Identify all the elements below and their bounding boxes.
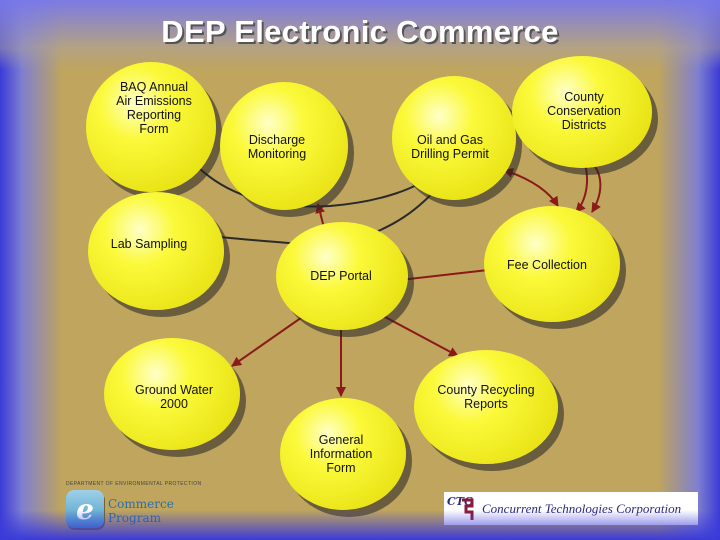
ctc-company-name: Concurrent Technologies Corporation — [482, 501, 682, 516]
node-label-oilgas: Oil and Gas Drilling Permit — [411, 133, 489, 161]
bubble-county-conservation — [512, 56, 652, 168]
node-label-baq: BAQ Annual Air Emissions Reporting Form — [116, 80, 192, 136]
bubble-baq — [86, 62, 216, 192]
connector-portal-recycling — [371, 309, 459, 357]
connector-oilgas-fee — [503, 168, 559, 207]
bubble-lab — [88, 192, 224, 310]
node-label-lab: Lab Sampling — [110, 237, 188, 251]
node-label-county-conservation: County Conservation Districts — [547, 90, 621, 132]
node-label-portal: DEP Portal — [310, 269, 372, 283]
dept-name: DEPARTMENT OF ENVIRONMENTAL PROTECTION — [66, 481, 202, 487]
e-commerce-icon: e — [66, 490, 104, 528]
logo-word-program: Program — [108, 511, 161, 525]
bubble-fee — [484, 206, 620, 322]
logo-word-commerce: Commerce — [108, 497, 174, 511]
ctc-logo: CTC Concurrent Technologies Corporation — [444, 492, 698, 525]
node-label-recycling: County Recycling Reports — [437, 383, 535, 411]
bubble-general — [280, 398, 406, 510]
bubble-portal — [276, 222, 408, 330]
ctc-emblem-icon — [462, 498, 474, 520]
bubble-recycling — [414, 350, 558, 464]
slide-title: DEP Electronic Commerce — [161, 14, 559, 49]
commerce-program-logo: DEPARTMENT OF ENVIRONMENTAL PROTECTION e… — [62, 480, 201, 532]
bubble-discharge — [220, 82, 348, 210]
node-label-general: General Information Form — [309, 433, 373, 475]
bubble-oilgas — [392, 76, 516, 200]
bubble-groundwater — [104, 338, 240, 450]
node-label-discharge: Discharge Monitoring — [247, 133, 307, 161]
connector-portal-fee — [399, 269, 489, 281]
node-label-fee: Fee Collection — [507, 258, 587, 272]
node-label-groundwater: Ground Water 2000 — [134, 383, 214, 411]
